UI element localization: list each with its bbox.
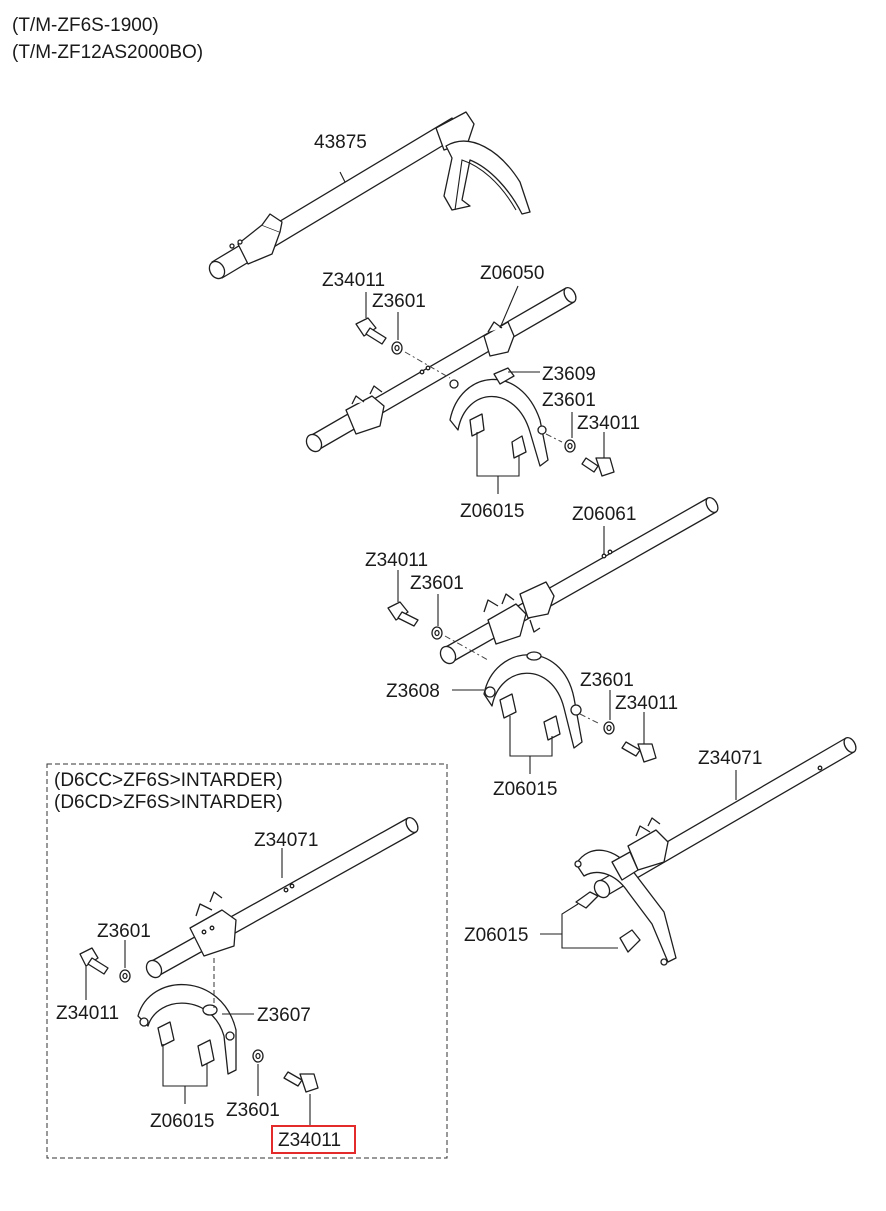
leader-a-z06050 bbox=[499, 285, 519, 329]
shift-fork-z34071-inset[interactable] bbox=[137, 984, 237, 1075]
label-a-z34011b[interactable]: Z34011 bbox=[577, 413, 640, 434]
bolt-z34011-b2[interactable] bbox=[621, 741, 657, 763]
label-a-z3601[interactable]: Z3601 bbox=[372, 291, 426, 312]
selected-part-highlight[interactable] bbox=[271, 1125, 356, 1154]
washer-z3601-a1[interactable] bbox=[391, 341, 403, 355]
label-d-z3601[interactable]: Z3601 bbox=[97, 921, 151, 942]
shift-rail-z34071-inset[interactable] bbox=[143, 816, 420, 981]
shift-fork-z06061[interactable] bbox=[483, 651, 583, 749]
label-a-z3601b[interactable]: Z3601 bbox=[542, 390, 596, 411]
label-d-z3607[interactable]: Z3607 bbox=[257, 1005, 311, 1026]
label-d-z3601b[interactable]: Z3601 bbox=[226, 1100, 280, 1121]
leader-c-z06015 bbox=[540, 903, 618, 949]
washer-z3601-d2[interactable] bbox=[252, 1049, 264, 1063]
label-b-z34011[interactable]: Z34011 bbox=[365, 550, 428, 571]
washer-z3601-a2[interactable] bbox=[564, 439, 576, 453]
bolt-z34011-a1[interactable] bbox=[355, 317, 387, 345]
label-b-z3601b[interactable]: Z3601 bbox=[580, 670, 634, 691]
washer-z3601-b2[interactable] bbox=[603, 721, 615, 735]
inset-line-1: (D6CC>ZF6S>INTARDER) bbox=[54, 770, 283, 791]
label-a-z06050[interactable]: Z06050 bbox=[480, 263, 544, 284]
shift-fork-z06050[interactable] bbox=[449, 367, 549, 467]
label-a-z06015[interactable]: Z06015 bbox=[460, 501, 524, 522]
bolt-z34011-a2[interactable] bbox=[581, 457, 615, 477]
label-c-z06015[interactable]: Z06015 bbox=[464, 925, 528, 946]
label-c-z34071[interactable]: Z34071 bbox=[698, 748, 762, 769]
label-a-z3609[interactable]: Z3609 bbox=[542, 364, 596, 385]
shift-rail-z06050[interactable] bbox=[303, 286, 578, 455]
label-b-z06015[interactable]: Z06015 bbox=[493, 779, 557, 800]
bolt-z34011-d2[interactable] bbox=[283, 1071, 319, 1093]
label-a-z34011[interactable]: Z34011 bbox=[322, 270, 385, 291]
shift-fork-z34071[interactable] bbox=[574, 849, 677, 966]
label-d-z34011[interactable]: Z34011 bbox=[56, 1003, 119, 1024]
leader-d-z06015 bbox=[162, 1044, 208, 1104]
label-d-z34011-selected[interactable]: Z34011 bbox=[278, 1130, 341, 1151]
shift-rail-z06061[interactable] bbox=[437, 496, 720, 667]
inset-line-2: (D6CD>ZF6S>INTARDER) bbox=[54, 792, 283, 813]
label-b-z06061[interactable]: Z06061 bbox=[572, 504, 636, 525]
label-d-z34071[interactable]: Z34071 bbox=[254, 830, 318, 851]
leader-43875 bbox=[339, 171, 346, 183]
label-b-z3601[interactable]: Z3601 bbox=[410, 573, 464, 594]
label-b-z34011b[interactable]: Z34011 bbox=[615, 693, 678, 714]
header-line-2: (T/M-ZF12AS2000BO) bbox=[12, 42, 203, 63]
washer-z3601-b1[interactable] bbox=[431, 626, 443, 640]
label-43875[interactable]: 43875 bbox=[314, 132, 367, 153]
bolt-z34011-d1[interactable] bbox=[79, 947, 109, 975]
label-d-z06015[interactable]: Z06015 bbox=[150, 1111, 214, 1132]
label-b-z3608[interactable]: Z3608 bbox=[386, 681, 440, 702]
header-line-1: (T/M-ZF6S-1900) bbox=[12, 15, 159, 36]
inset-box bbox=[46, 763, 448, 1159]
bolt-z34011-b1[interactable] bbox=[387, 601, 419, 627]
washer-z3601-d1[interactable] bbox=[119, 969, 131, 983]
leader-b-z06015 bbox=[509, 716, 553, 774]
leader-a-z06015 bbox=[476, 432, 520, 494]
shift-rail-43875[interactable] bbox=[206, 111, 531, 281]
shift-rail-z34071[interactable] bbox=[591, 736, 858, 901]
